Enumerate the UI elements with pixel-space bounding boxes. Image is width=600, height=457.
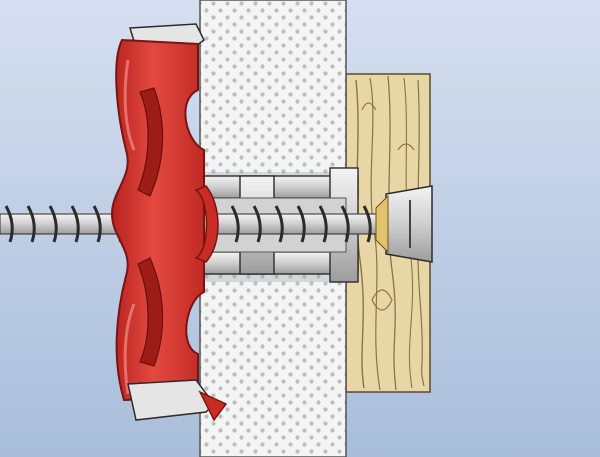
cavity-anchor-icon bbox=[110, 23, 228, 422]
